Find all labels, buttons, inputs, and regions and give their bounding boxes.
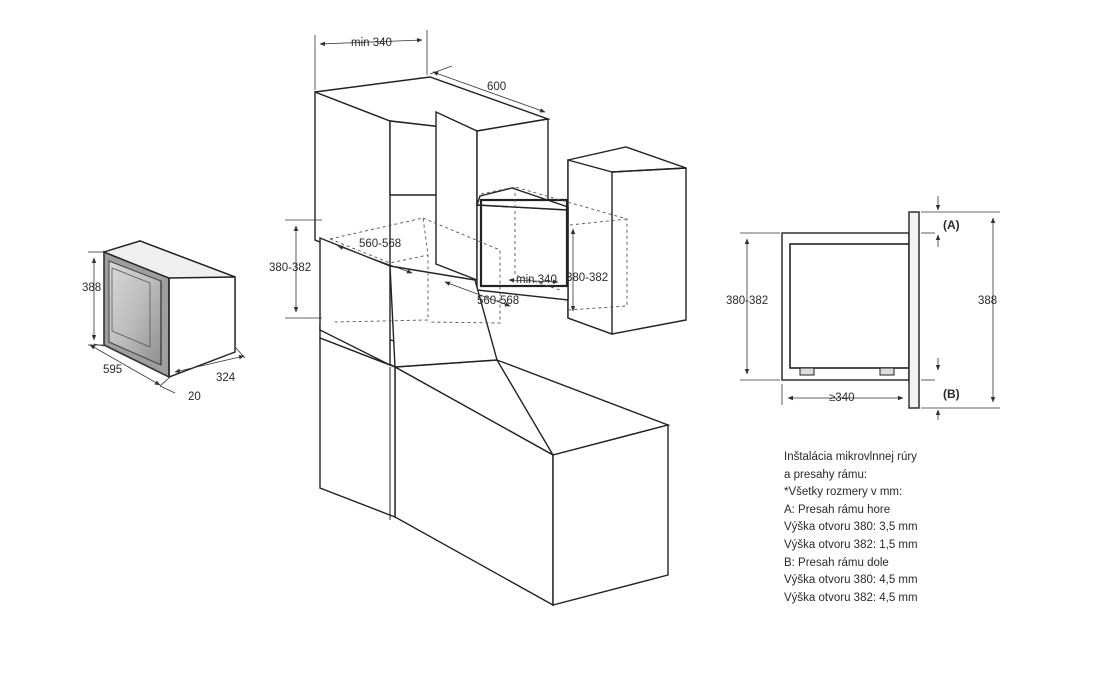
- side-section: [781, 211, 920, 409]
- notes-line: B: Presah rámu dole: [784, 556, 889, 569]
- left-depth-label: 324: [216, 372, 236, 384]
- side-frame-height-label: 388: [978, 295, 997, 307]
- right-cabinet-height-label: 380-382: [566, 272, 608, 284]
- side-section-dimensions: [740, 196, 1000, 420]
- left-frame-label: 20: [188, 391, 201, 403]
- cabinet-left-dimensions: [285, 219, 576, 319]
- cabinet-dashed-guides: [329, 186, 628, 324]
- top-depth-label: 600: [487, 81, 506, 93]
- left-unit-dimensions: [88, 251, 246, 394]
- kitchen-cabinets: [314, 76, 687, 607]
- cabinet-top-dimensions: [314, 30, 546, 113]
- notes-line: Výška otvoru 380: 3,5 mm: [784, 521, 918, 534]
- notes-line: *Všetky rozmery v mm:: [784, 486, 903, 499]
- notes-line: Výška otvoru 382: 4,5 mm: [784, 591, 918, 604]
- right-cabinet-depth-label: 560-568: [477, 295, 519, 307]
- notes-line: Výška otvoru 382: 1,5 mm: [784, 538, 918, 551]
- label-a: (A): [943, 218, 960, 232]
- left-width-label: 595: [103, 364, 122, 376]
- top-width-label: min 340: [351, 37, 392, 49]
- microwave-unit: [101, 239, 236, 379]
- side-opening-height-label: 380-382: [726, 295, 768, 307]
- right-min-width-label: min 340: [516, 274, 557, 286]
- left-cabinet-height-label: 380-382: [269, 262, 311, 274]
- side-depth-label: ≥340: [829, 392, 855, 404]
- notes-line: A: Presah rámu hore: [784, 503, 891, 516]
- left-cabinet-depth-label: 560-568: [359, 238, 401, 250]
- label-b: (B): [943, 387, 960, 401]
- notes-line: Výška otvoru 380: 4,5 mm: [784, 574, 918, 587]
- left-height-label: 388: [82, 282, 101, 294]
- notes-line: Inštalácia mikrovlnnej rúry: [784, 451, 917, 463]
- notes-line: a presahy rámu:: [784, 468, 868, 481]
- installation-notes: Inštalácia mikrovlnnej rúry a presahy rá…: [784, 449, 1004, 607]
